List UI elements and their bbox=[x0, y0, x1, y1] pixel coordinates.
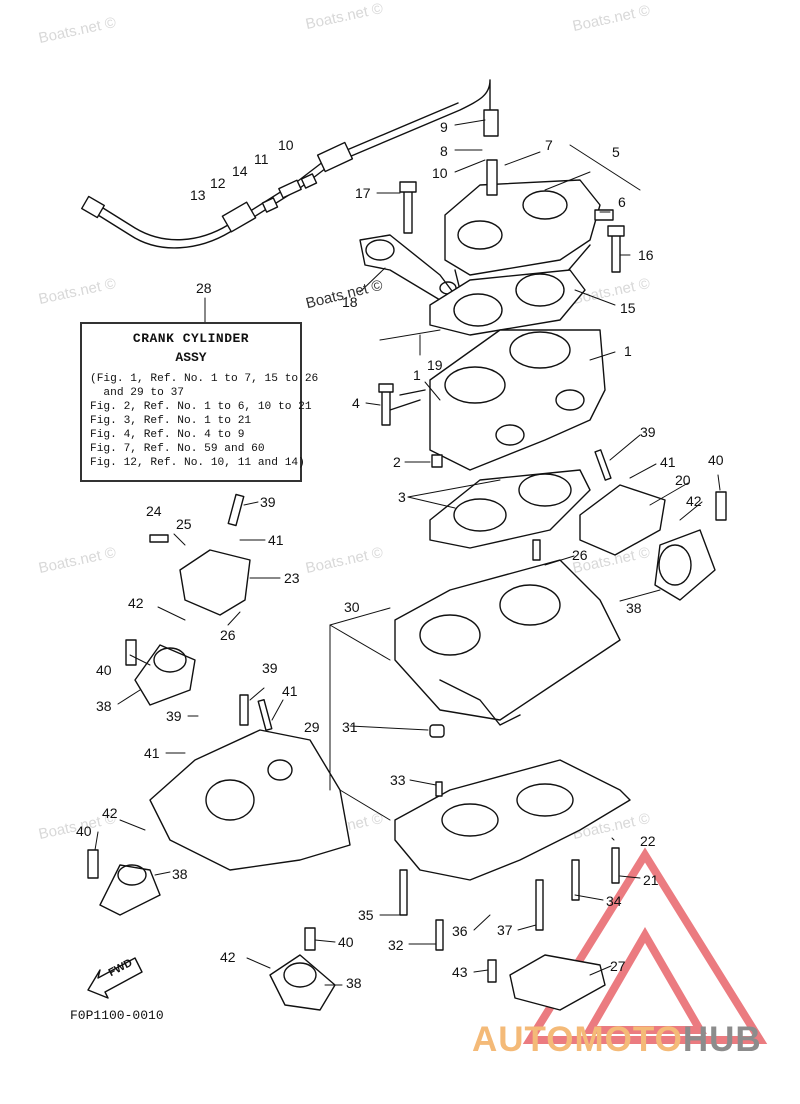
callout-label: 41 bbox=[282, 683, 298, 699]
brand-logo-triangle bbox=[522, 847, 768, 1044]
callout-label: 39 bbox=[262, 660, 278, 676]
callout-label: 3 bbox=[398, 489, 406, 505]
callout-label: 27 bbox=[610, 958, 626, 974]
callout-label: 38 bbox=[626, 600, 642, 616]
info-line: Fig. 2, Ref. No. 1 to 6, 10 to 21 bbox=[90, 401, 312, 413]
crankcase-lower bbox=[394, 759, 631, 951]
engine-mount-bracket bbox=[149, 493, 251, 616]
callout-label: 41 bbox=[144, 745, 160, 761]
callout-label: 26 bbox=[220, 627, 236, 643]
exhaust-chamber bbox=[149, 694, 351, 871]
callout-label: 7 bbox=[545, 137, 553, 153]
figure-reference: F0P1100-0010 bbox=[70, 1008, 164, 1023]
callout-label: 42 bbox=[128, 595, 144, 611]
engine-mount-bottom bbox=[269, 927, 336, 1011]
callout-label: 12 bbox=[210, 175, 226, 191]
callout-label: 10 bbox=[432, 165, 448, 181]
callout-label: 22 bbox=[640, 833, 656, 849]
info-title: CRANK CYLINDER bbox=[132, 331, 250, 346]
callout-label: 17 bbox=[355, 185, 371, 201]
callout-label: 16 bbox=[638, 247, 654, 263]
callout-label: 33 bbox=[390, 772, 406, 788]
info-line: and 29 to 37 bbox=[90, 387, 184, 399]
callout-label: 20 bbox=[675, 472, 691, 488]
callout-label: 35 bbox=[358, 907, 374, 923]
cylinder-head-cover bbox=[444, 159, 614, 291]
callout-label: 24 bbox=[146, 503, 162, 519]
callout-label: 25 bbox=[176, 516, 192, 532]
callout-label: 32 bbox=[388, 937, 404, 953]
callout-label: 9 bbox=[440, 119, 448, 135]
callout-label: 40 bbox=[708, 452, 724, 468]
info-line: (Fig. 1, Ref. No. 1 to 7, 15 to 26 bbox=[90, 373, 319, 385]
info-line: Fig. 4, Ref. No. 4 to 9 bbox=[90, 429, 245, 441]
brand-part-b: HUB bbox=[682, 1020, 762, 1059]
callout-label: 43 bbox=[452, 964, 468, 980]
brand-part-a: AUTOMOTO bbox=[472, 1020, 683, 1059]
head-gasket bbox=[429, 269, 586, 336]
callout-label: 30 bbox=[344, 599, 360, 615]
hose-assembly bbox=[81, 79, 499, 249]
callout-label: 29 bbox=[304, 719, 320, 735]
callout-label: 10 bbox=[278, 137, 294, 153]
callout-label: 36 bbox=[452, 923, 468, 939]
callout-label: 37 bbox=[497, 922, 513, 938]
callout-labels: 1 1 2 3 4 5 6 7 8 9 10 10 11 12 13 14 15… bbox=[76, 119, 724, 991]
callout-label: 11 bbox=[254, 151, 269, 167]
callout-label: 5 bbox=[612, 144, 620, 160]
fwd-arrow bbox=[87, 957, 143, 999]
callout-label: 6 bbox=[618, 194, 626, 210]
callout-label: 38 bbox=[346, 975, 362, 991]
callout-label: 26 bbox=[572, 547, 588, 563]
engine-mount-left-top bbox=[125, 639, 196, 706]
info-line: Fig. 7, Ref. No. 59 and 60 bbox=[90, 443, 265, 455]
callout-label: 4 bbox=[352, 395, 360, 411]
callout-label: 39 bbox=[166, 708, 182, 724]
info-line: Fig. 12, Ref. No. 10, 11 and 14) bbox=[90, 457, 305, 469]
callout-label: 31 bbox=[342, 719, 358, 735]
callout-label: 15 bbox=[620, 300, 636, 316]
cover-plate bbox=[487, 954, 606, 1011]
callout-label: 42 bbox=[220, 949, 236, 965]
callout-label: 23 bbox=[284, 570, 300, 586]
assembly-info-box: CRANK CYLINDER ASSY (Fig. 1, Ref. No. 1 … bbox=[80, 322, 319, 482]
callout-label: 38 bbox=[96, 698, 112, 714]
callout-label: 1 bbox=[624, 343, 632, 359]
callout-label: 39 bbox=[260, 494, 276, 510]
info-line: Fig. 3, Ref. No. 1 to 21 bbox=[90, 415, 252, 427]
engine-mount-left-lower bbox=[87, 849, 161, 916]
callout-label: 41 bbox=[268, 532, 284, 548]
manifold-plate bbox=[579, 449, 666, 556]
leader-lines bbox=[94, 119, 721, 986]
info-subtitle: ASSY bbox=[175, 350, 207, 365]
callout-label: 38 bbox=[172, 866, 188, 882]
callout-label: 19 bbox=[427, 357, 443, 373]
intake-rubber-right bbox=[654, 491, 727, 601]
callout-label: 40 bbox=[338, 934, 354, 950]
cylinder-block bbox=[378, 329, 606, 471]
callout-label: 8 bbox=[440, 143, 448, 159]
callout-label: 40 bbox=[96, 662, 112, 678]
base-gasket bbox=[429, 469, 591, 549]
crankcase-upper bbox=[394, 539, 621, 738]
callout-label: 34 bbox=[606, 893, 622, 909]
callout-label: 18 bbox=[342, 294, 358, 310]
callout-label: 42 bbox=[102, 805, 118, 821]
brand-logo-text: AUTOMOTOHUB bbox=[472, 1020, 762, 1060]
callout-label: 21 bbox=[643, 872, 659, 888]
callout-label: 39 bbox=[640, 424, 656, 440]
callout-label: 1 bbox=[413, 367, 421, 383]
callout-label: 41 bbox=[660, 454, 676, 470]
callout-label: 2 bbox=[393, 454, 401, 470]
callout-label: 42 bbox=[686, 493, 702, 509]
callout-label: 13 bbox=[190, 187, 206, 203]
callout-label: 14 bbox=[232, 163, 248, 179]
callout-label: 40 bbox=[76, 823, 92, 839]
info-callout-number: 28 bbox=[196, 280, 212, 296]
